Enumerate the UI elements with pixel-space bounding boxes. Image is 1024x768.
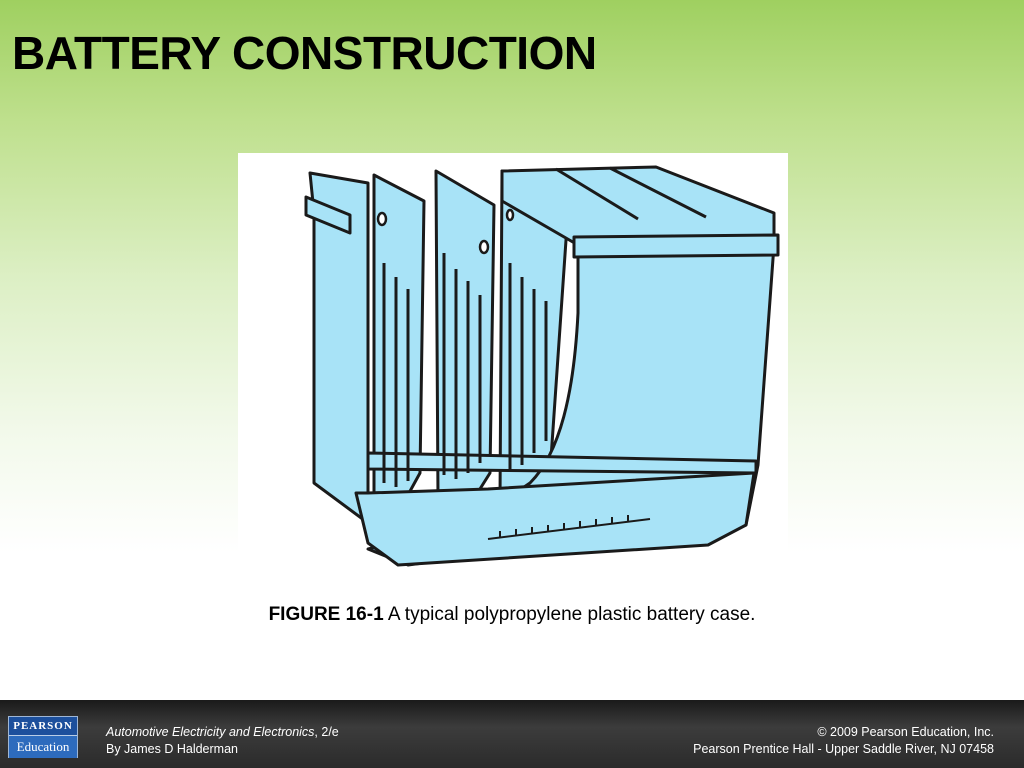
footer-book-info: Automotive Electricity and Electronics, … bbox=[106, 724, 339, 758]
book-title: Automotive Electricity and Electronics bbox=[106, 725, 315, 739]
cell-plates bbox=[382, 253, 548, 487]
logo-bottom-text: Education bbox=[9, 736, 77, 758]
figure-image-frame bbox=[238, 153, 788, 573]
figure-caption: FIGURE 16-1 A typical polypropylene plas… bbox=[0, 604, 1024, 626]
footer-publisher-info: © 2009 Pearson Education, Inc. Pearson P… bbox=[693, 724, 994, 758]
slide-title: BATTERY CONSTRUCTION bbox=[12, 27, 597, 79]
publisher-text: Pearson Prentice Hall - Upper Saddle Riv… bbox=[693, 742, 994, 756]
figure-label: FIGURE 16-1 bbox=[268, 604, 384, 625]
book-edition: , 2/e bbox=[314, 725, 339, 739]
battery-bottom-rim bbox=[366, 451, 758, 475]
battery-top-lip bbox=[572, 233, 780, 259]
level-scale-marks bbox=[487, 515, 651, 540]
logo-top-text: PEARSON bbox=[9, 717, 77, 736]
battery-base bbox=[354, 471, 756, 567]
figure-caption-text: A typical polypropylene plastic battery … bbox=[383, 604, 756, 625]
slide-footer: PEARSON Education Automotive Electricity… bbox=[0, 700, 1024, 768]
book-author: By James D Halderman bbox=[106, 742, 238, 756]
battery-left-rim bbox=[304, 195, 352, 235]
battery-case-illustration bbox=[304, 165, 780, 567]
pearson-education-logo: PEARSON Education bbox=[8, 716, 78, 758]
partition-holes bbox=[376, 208, 515, 255]
copyright-text: © 2009 Pearson Education, Inc. bbox=[817, 725, 994, 739]
